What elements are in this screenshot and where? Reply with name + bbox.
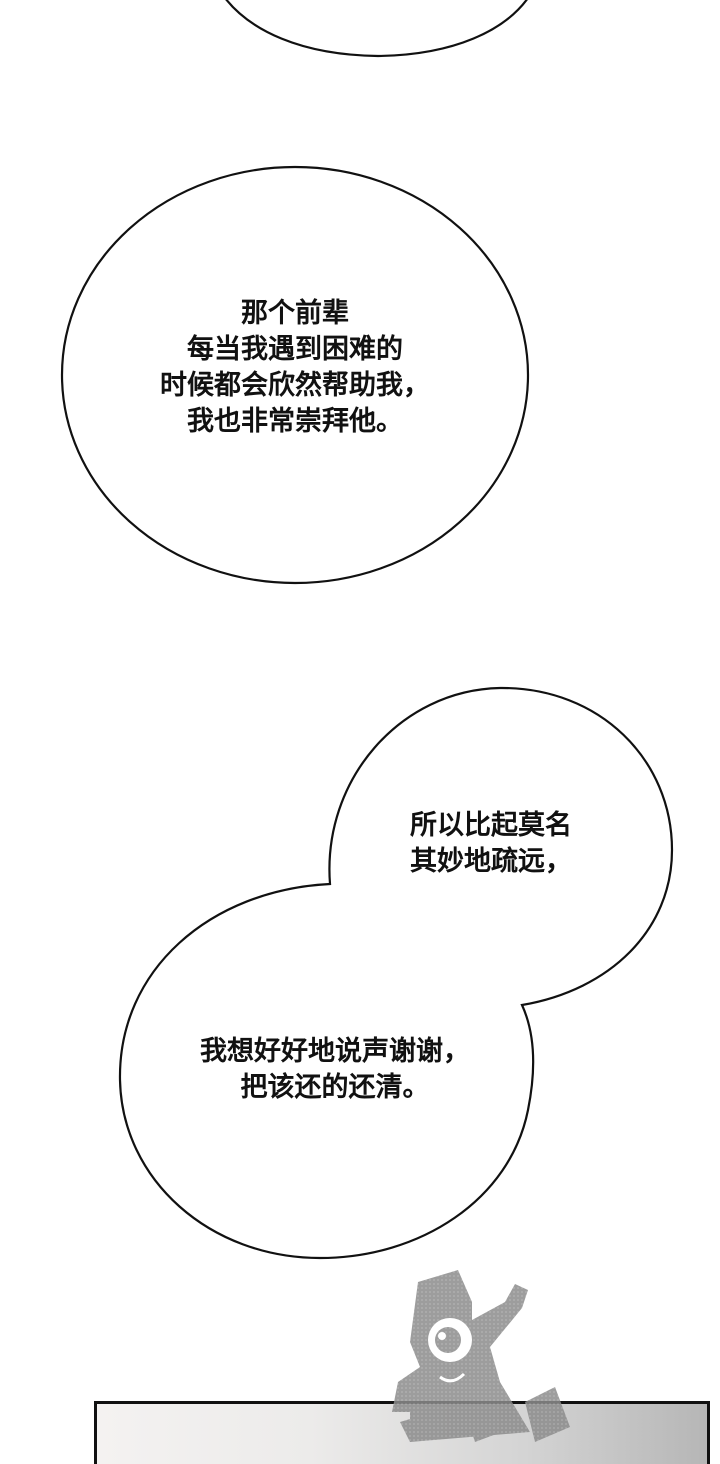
- dialogue-line: 那个前辈: [241, 298, 349, 329]
- speech-bubble-2: [118, 686, 674, 1260]
- dialogue-line: 每当我遇到困难的: [187, 334, 403, 365]
- dialogue-line: 我想好好地说声谢谢，: [200, 1036, 470, 1067]
- speech-bubble-1-text: 那个前辈 每当我遇到困难的 时候都会欣然帮助我， 我也非常崇拜他。: [100, 296, 490, 440]
- speech-bubble-2-lower-text: 我想好好地说声谢谢， 把该还的还清。: [150, 1034, 520, 1106]
- speech-bubble-top-partial: [225, 0, 528, 58]
- dialogue-line: 我也非常崇拜他。: [187, 406, 403, 437]
- speech-bubble-1: [60, 165, 530, 585]
- mascot-logo-icon: [392, 1270, 570, 1442]
- dialogue-line: 其妙地疏远，: [410, 846, 572, 877]
- speech-bubble-2-upper-text: 所以比起莫名 其妙地疏远，: [392, 808, 660, 880]
- dialogue-line: 所以比起莫名: [410, 810, 572, 841]
- dialogue-line: 把该还的还清。: [240, 1072, 430, 1103]
- dialogue-line: 时候都会欣然帮助我，: [160, 370, 430, 401]
